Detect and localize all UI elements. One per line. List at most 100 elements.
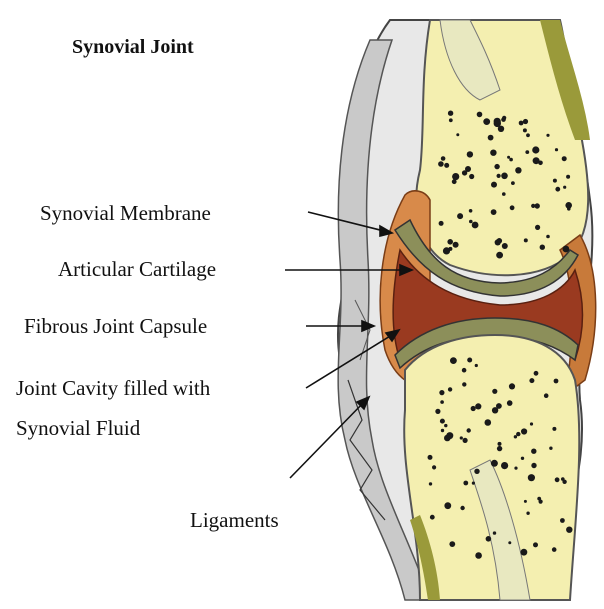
bone-pore <box>501 173 508 180</box>
bone-pore <box>444 163 449 168</box>
bone-pore <box>507 400 513 406</box>
bone-pore <box>498 442 502 446</box>
bone-pore <box>488 135 494 141</box>
bone-pore <box>531 204 535 208</box>
bone-pore <box>492 407 498 413</box>
bone-pore <box>495 239 501 245</box>
bone-pore <box>560 518 565 523</box>
bone-pore <box>562 156 567 161</box>
bone-pore <box>529 378 534 383</box>
bone-pore <box>450 357 457 364</box>
bone-pore <box>475 403 481 409</box>
bone-pore <box>472 482 475 485</box>
bone-pore <box>514 467 517 470</box>
bone-pore <box>485 419 492 426</box>
bone-pore <box>561 477 565 481</box>
bone-pore <box>430 515 435 520</box>
bone-pore <box>534 371 539 376</box>
bone-pore <box>475 552 482 559</box>
bone-pore <box>554 379 559 384</box>
bone-pore <box>521 549 528 556</box>
label-joint-cavity-line1: Joint Cavity filled with <box>16 378 210 399</box>
bone-pore <box>467 151 473 157</box>
bone-pore <box>502 243 508 249</box>
bone-pore <box>555 187 560 192</box>
bone-pore <box>553 179 557 183</box>
bone-pore <box>524 238 528 242</box>
label-articular-cartilage: Articular Cartilage <box>58 259 216 280</box>
bone-pore <box>508 541 511 544</box>
bone-pore <box>463 438 468 443</box>
bone-pore <box>546 235 550 239</box>
label-synovial-membrane: Synovial Membrane <box>40 203 211 224</box>
bone-pore <box>440 419 445 424</box>
bone-pore <box>533 542 538 547</box>
bone-pore <box>491 209 497 215</box>
bone-pore <box>516 432 520 436</box>
diagram-title: Synovial Joint <box>72 36 194 59</box>
bone-pore <box>467 428 471 432</box>
bone-pore <box>494 164 499 169</box>
bone-pore <box>509 383 515 389</box>
bone-pore <box>528 474 535 481</box>
bone-pore <box>524 500 527 503</box>
bone-pore <box>523 128 527 132</box>
bone-pore <box>492 389 497 394</box>
bone-pore <box>525 150 529 154</box>
bone-pore <box>439 390 444 395</box>
bone-pore <box>519 121 524 126</box>
bone-pore <box>502 192 506 196</box>
bone-pore <box>494 118 501 125</box>
bone-pore <box>563 246 570 253</box>
bone-pore <box>449 118 453 122</box>
bone-pore <box>432 465 436 469</box>
bone-pore <box>552 547 557 552</box>
bone-pore <box>486 536 492 542</box>
bone-pore <box>515 167 521 173</box>
bone-pore <box>555 148 558 151</box>
bone-pore <box>462 368 467 373</box>
bone-pore <box>457 213 463 219</box>
bone-pore <box>555 477 560 482</box>
bone-pore <box>546 134 549 137</box>
bone-pore <box>491 182 497 188</box>
bone-pore <box>497 174 501 178</box>
bone-pore <box>497 446 502 451</box>
bone-pore <box>493 531 496 534</box>
bone-pore <box>428 455 433 460</box>
bone-pore <box>535 225 540 230</box>
bone-pore <box>446 432 453 439</box>
bone-pore <box>532 146 539 153</box>
bone-pore <box>510 205 515 210</box>
bone-pore <box>535 203 540 208</box>
bone-pore <box>469 209 473 213</box>
bone-pore <box>533 157 540 164</box>
bone-pore <box>530 422 533 425</box>
bone-pore <box>566 175 570 179</box>
bone-pore <box>490 150 496 156</box>
bone-pore <box>501 117 506 122</box>
bone-pore <box>448 111 453 116</box>
bone-pore <box>462 382 466 386</box>
bone-pore <box>448 247 452 251</box>
bone-pore <box>438 161 444 167</box>
bone-pore <box>521 428 527 434</box>
bone-pore <box>435 409 440 414</box>
bone-pore <box>544 393 549 398</box>
bone-pore <box>452 179 457 184</box>
bone-pore <box>471 406 476 411</box>
bone-pore <box>526 133 530 137</box>
bone-pore <box>563 186 566 189</box>
bone-pore <box>469 174 474 179</box>
bone-pore <box>460 436 463 439</box>
bone-pore <box>456 133 459 136</box>
bone-pore <box>444 502 451 509</box>
bone-pore <box>429 482 432 485</box>
bone-pore <box>448 387 452 391</box>
bone-pore <box>523 119 528 124</box>
bone-pore <box>440 400 444 404</box>
label-joint-cavity-line2: Synovial Fluid <box>16 418 140 439</box>
bone-pore <box>469 220 473 224</box>
bone-pore <box>552 427 556 431</box>
